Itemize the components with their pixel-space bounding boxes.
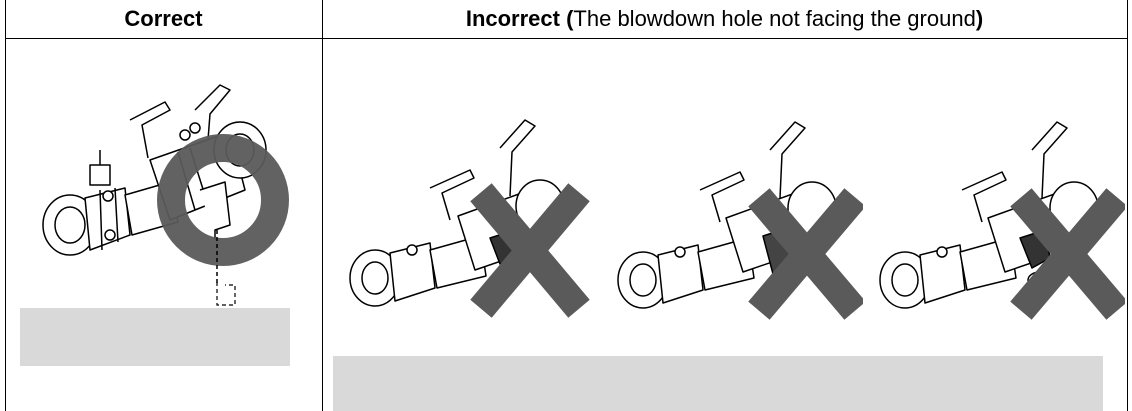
right-border [1127, 0, 1128, 411]
correct-placeholder-panel [20, 308, 290, 366]
header-incorrect-bold-open: Incorrect ( [465, 6, 574, 31]
header-incorrect-bold-close: ) [975, 6, 984, 31]
header-correct-label: Correct [124, 6, 203, 31]
header-correct: Correct [5, 0, 322, 38]
valve-illustration-correct [42, 84, 289, 306]
valve-illustration-incorrect-2 [617, 121, 863, 320]
valve-illustration-incorrect-1 [349, 119, 590, 318]
header-incorrect-description: The blowdown hole not facing the ground [573, 6, 976, 31]
incorrect-x-mark-icon-2 [748, 188, 863, 320]
incorrect-placeholder-panel [333, 356, 1103, 411]
header-incorrect: Incorrect (The blowdown hole not facing … [322, 0, 1127, 38]
incorrect-x-mark-icon-3 [1010, 188, 1125, 320]
left-border [5, 0, 6, 411]
column-divider [322, 0, 323, 411]
valve-illustration-incorrect-3 [879, 121, 1125, 320]
correct-circle-mark-icon [157, 134, 289, 266]
header-bottom-border [5, 38, 1128, 39]
incorrect-x-mark-icon-1 [470, 183, 590, 318]
